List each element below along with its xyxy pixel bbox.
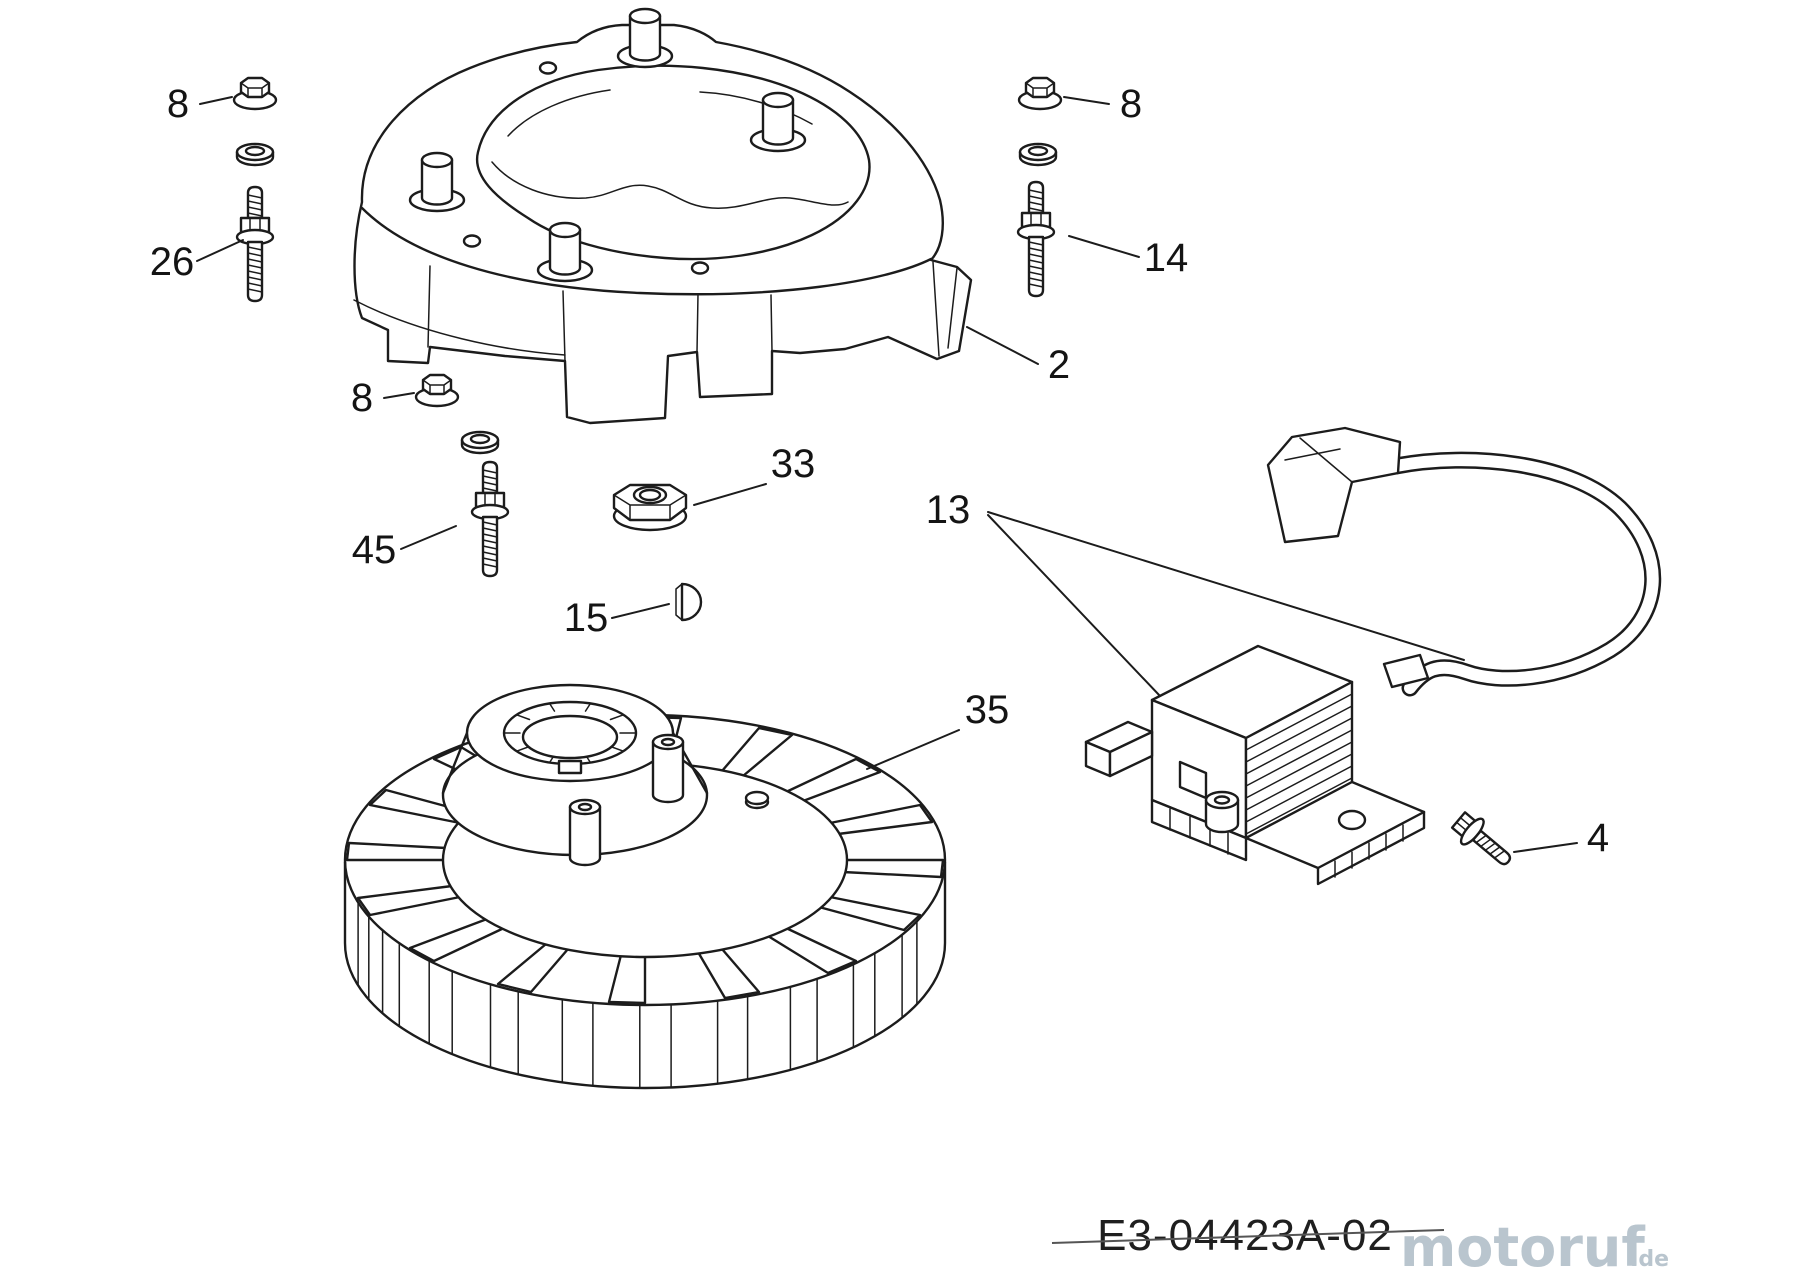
post-a-top (651, 733, 685, 751)
callout-flange-nut: 33 (693, 442, 816, 506)
ignition-coil-drawing (1084, 426, 1662, 886)
housing-peg (420, 151, 454, 206)
post-b-body (568, 805, 602, 867)
hub-bore (521, 714, 619, 760)
fastener-group-mid (414, 373, 510, 578)
flange-nut-part (414, 373, 460, 408)
core-laminations (1245, 693, 1353, 835)
washer-part (1018, 142, 1058, 167)
bracket-hatch (1334, 824, 1404, 878)
callout-left-stud: 26 (150, 239, 244, 284)
boot-crease (1284, 437, 1353, 483)
part-label-35: 35 (965, 688, 1010, 732)
callout-coil-bolt: 4 (1513, 816, 1609, 860)
flange-nut-part (232, 76, 278, 111)
callout-mid-nut: 8 (351, 376, 415, 420)
washer-part (235, 142, 275, 167)
stud-part (235, 185, 275, 303)
opening-inner-arc-right (699, 91, 813, 125)
grommet-hole (1213, 795, 1231, 805)
part-label-13: 13 (926, 488, 971, 532)
fastener-group-top-right (1016, 76, 1063, 298)
flywheel-drawing (343, 683, 947, 1090)
flange-nut-part (1017, 76, 1063, 111)
stud-part (470, 460, 510, 578)
flange-bolt-part (1447, 806, 1520, 876)
housing-hole (538, 61, 558, 75)
post-b-top (568, 798, 602, 816)
blower-housing-drawing (353, 7, 973, 425)
platform-hole (744, 790, 770, 806)
watermark-brand: motoruf (1400, 1216, 1645, 1272)
post-a-body (651, 740, 685, 804)
post-a-hole (660, 737, 676, 747)
part-label-15: 15 (564, 596, 609, 640)
watermark-suffix: .de (1630, 1247, 1669, 1272)
callout-woodruff-key: 15 (564, 596, 670, 640)
housing-peg (761, 91, 795, 146)
post-b-hole (577, 802, 593, 812)
bracket-hole (1337, 809, 1367, 831)
housing-peg (548, 221, 582, 276)
housing-hole (462, 234, 482, 248)
part-label-8b: 8 (1120, 82, 1142, 126)
housing-seams (427, 265, 773, 362)
coil-bolt-drawing (1447, 806, 1520, 876)
wire-nipple (1382, 653, 1430, 689)
callout-top-right-nut: 8 (1063, 82, 1142, 126)
spline-teeth (503, 702, 637, 764)
foot-hatch (1169, 808, 1229, 855)
stud-part (1016, 180, 1056, 298)
callout-mid-stud: 45 (352, 525, 457, 572)
grommet-top (1204, 790, 1240, 810)
housing-hole (690, 261, 710, 275)
part-label-33: 33 (771, 442, 816, 486)
spark-plug-wire-core (1390, 454, 1659, 694)
callout-housing: 2 (966, 326, 1070, 387)
keyway-slot (557, 759, 583, 775)
fastener-group-top-left (232, 76, 278, 303)
spark-plug-boot (1266, 426, 1402, 544)
footer: motoruf .de E3-04423A-02 (1051, 1211, 1669, 1272)
part-label-8c: 8 (351, 376, 373, 420)
flywheel-wall-fins (357, 901, 918, 1088)
part-label-2: 2 (1048, 343, 1070, 387)
housing-front-edge (360, 206, 933, 296)
part-label-26: 26 (150, 240, 195, 284)
part-label-45: 45 (352, 528, 397, 572)
part-label-14: 14 (1144, 236, 1189, 280)
diagram-code: E3-04423A-02 (1097, 1211, 1393, 1260)
part-label-4: 4 (1587, 816, 1609, 860)
opening-inner-arc-left (507, 89, 611, 137)
callout-top-left-nut: 8 (167, 82, 233, 126)
bracket-edge (1316, 810, 1426, 886)
housing-crease (353, 299, 566, 356)
housing-peg (628, 7, 662, 62)
washer-part (460, 430, 500, 455)
armature-leg-side (1108, 730, 1154, 778)
code-strike-line (1051, 1229, 1445, 1244)
housing-tab-edges (932, 261, 958, 357)
opening-inner-contour (491, 161, 849, 209)
part-label-8a: 8 (167, 82, 189, 126)
callout-right-stud: 14 (1068, 235, 1189, 280)
flywheel-wall (343, 860, 947, 1090)
callout-flywheel: 35 (866, 688, 1010, 770)
woodruff-key-drawing (675, 582, 703, 622)
hex-flange-nut-drawing (612, 483, 688, 532)
callout-ignition-coil: 13 (926, 488, 1465, 697)
